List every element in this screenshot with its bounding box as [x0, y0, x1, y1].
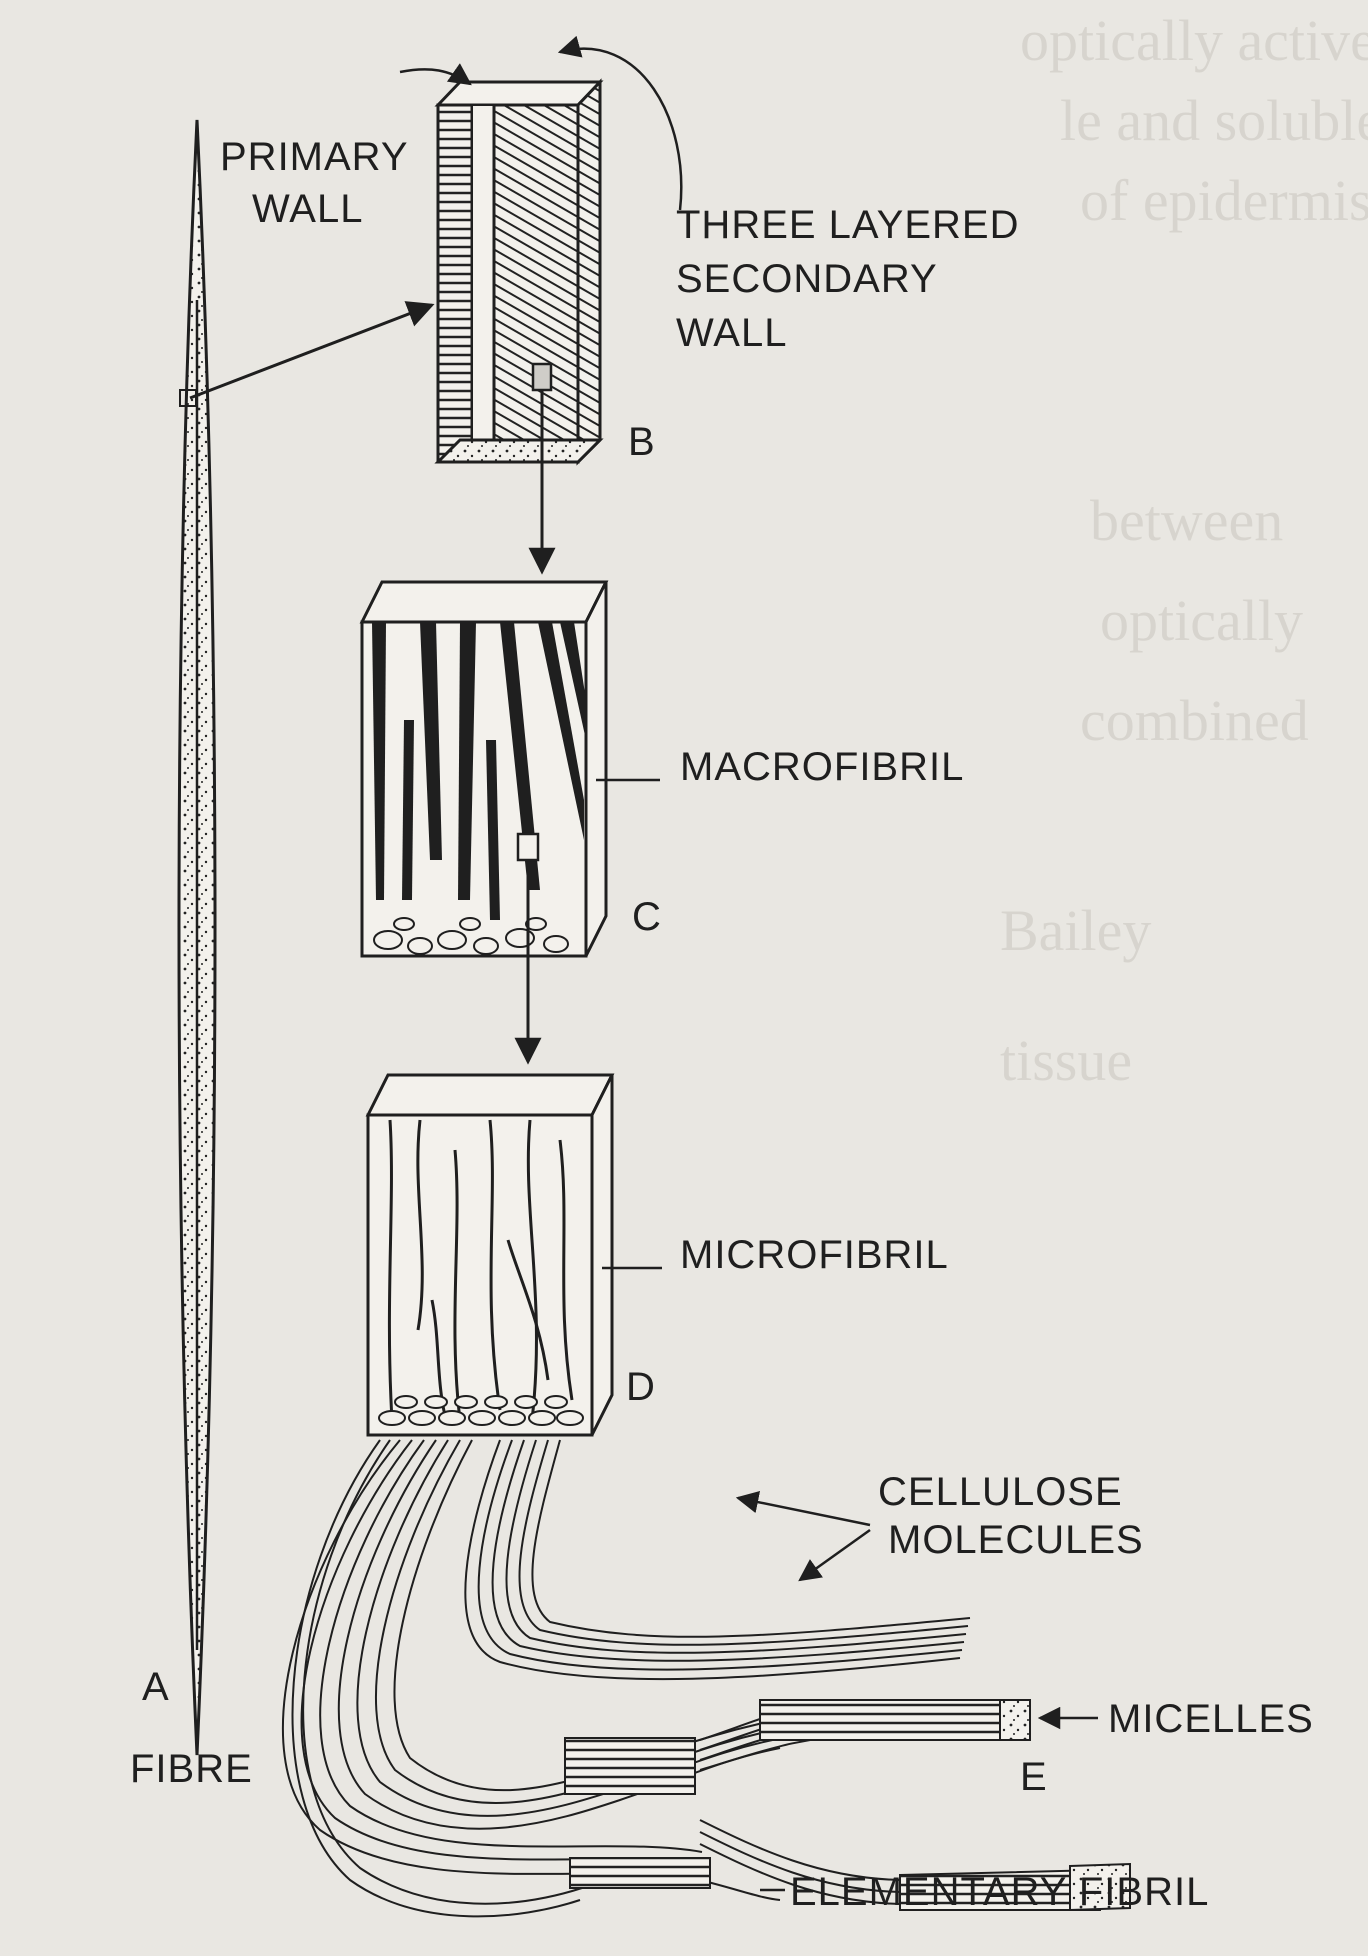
block-b — [434, 78, 604, 466]
elementary-fibril-segments — [564, 1699, 1131, 1912]
label-macrofibril: MACROFIBRIL — [680, 745, 964, 789]
label-b: B — [628, 420, 656, 464]
svg-text:Bailey: Bailey — [1000, 898, 1151, 963]
block-c — [359, 580, 609, 958]
fibre-a — [177, 119, 217, 1756]
label-micelles: MICELLES — [1108, 1697, 1314, 1741]
label-elementary-fibril: ELEMENTARY FIBRIL — [790, 1870, 1209, 1914]
label-c: C — [632, 895, 662, 939]
label-microfibril: MICROFIBRIL — [680, 1233, 949, 1277]
label-fibre: FIBRE — [130, 1747, 253, 1791]
svg-text:optically: optically — [1100, 588, 1303, 653]
leader-primary-wall — [399, 63, 472, 86]
svg-text:between: between — [1090, 488, 1283, 553]
label-cellulose-molecules-line1: CELLULOSE — [878, 1470, 1123, 1514]
label-primary-wall-line2: WALL — [252, 187, 363, 231]
svg-text:of epidermis: of epidermis — [1080, 168, 1368, 233]
bleed-through-text: optically active le and soluble of epide… — [1000, 8, 1368, 1093]
leaders-e — [735, 1491, 1098, 1892]
svg-text:optically active: optically active — [1020, 8, 1368, 73]
block-d — [365, 1073, 615, 1437]
label-secondary-wall-line3: WALL — [676, 311, 787, 355]
label-a: A — [142, 1665, 170, 1709]
svg-text:tissue: tissue — [1000, 1028, 1132, 1093]
label-cellulose-molecules-line2: MOLECULES — [888, 1518, 1144, 1562]
label-secondary-wall-line1: THREE LAYERED — [676, 203, 1019, 247]
label-d: D — [626, 1365, 656, 1409]
label-primary-wall-line1: PRIMARY — [220, 135, 409, 179]
label-secondary-wall-line2: SECONDARY — [676, 257, 938, 301]
leader-secondary-wall — [557, 35, 683, 211]
svg-text:le and soluble: le and soluble — [1060, 88, 1368, 153]
svg-text:combined: combined — [1080, 688, 1309, 753]
label-e: E — [1020, 1755, 1048, 1799]
arrow-fibre-to-b — [189, 301, 435, 400]
